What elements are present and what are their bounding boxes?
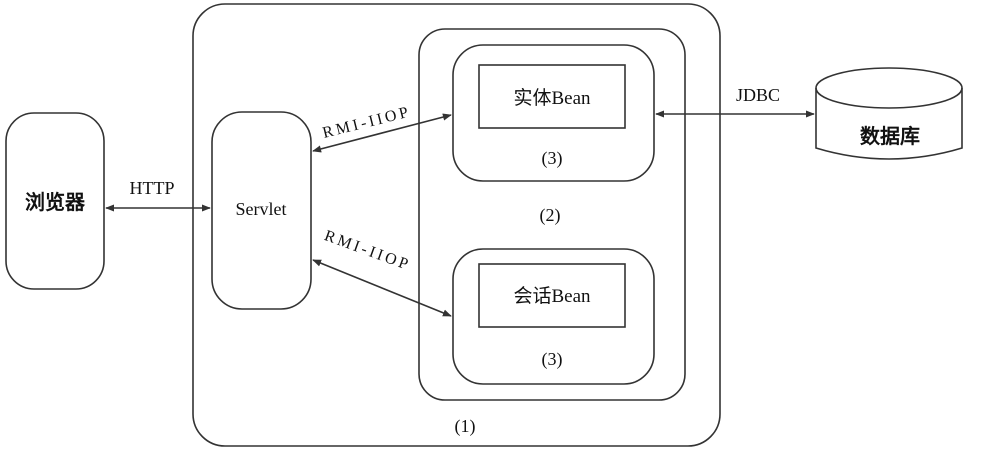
rmi-iiop-label-entity: RMI-IIOP — [321, 103, 413, 141]
database-label: 数据库 — [860, 124, 920, 148]
entity-bean-label: 实体Bean — [513, 87, 591, 109]
jdbc-label: JDBC — [736, 85, 780, 105]
session-container-label: (3) — [542, 349, 563, 370]
ejb-container-label: (2) — [540, 205, 561, 226]
session-bean-label: 会话Bean — [513, 285, 591, 307]
outer-container-label: (1) — [455, 416, 476, 437]
servlet-label: Servlet — [236, 199, 287, 219]
servlet-box — [211, 111, 312, 310]
http-label: HTTP — [130, 178, 175, 198]
session-container — [452, 248, 655, 385]
entity-bean-box — [478, 64, 626, 129]
outer-container — [192, 3, 721, 447]
rmi-iiop-arrow-entity — [312, 113, 452, 153]
browser-box — [5, 112, 105, 290]
database-cylinder — [815, 67, 963, 160]
entity-container-label: (3) — [542, 148, 563, 169]
rmi-iiop-arrow-session — [312, 259, 452, 317]
session-bean-box — [478, 263, 626, 328]
rmi-iiop-label-session: RMI-IIOP — [322, 227, 413, 274]
browser-label: 浏览器 — [25, 190, 86, 214]
entity-container — [452, 44, 655, 182]
ejb-container — [418, 28, 686, 401]
